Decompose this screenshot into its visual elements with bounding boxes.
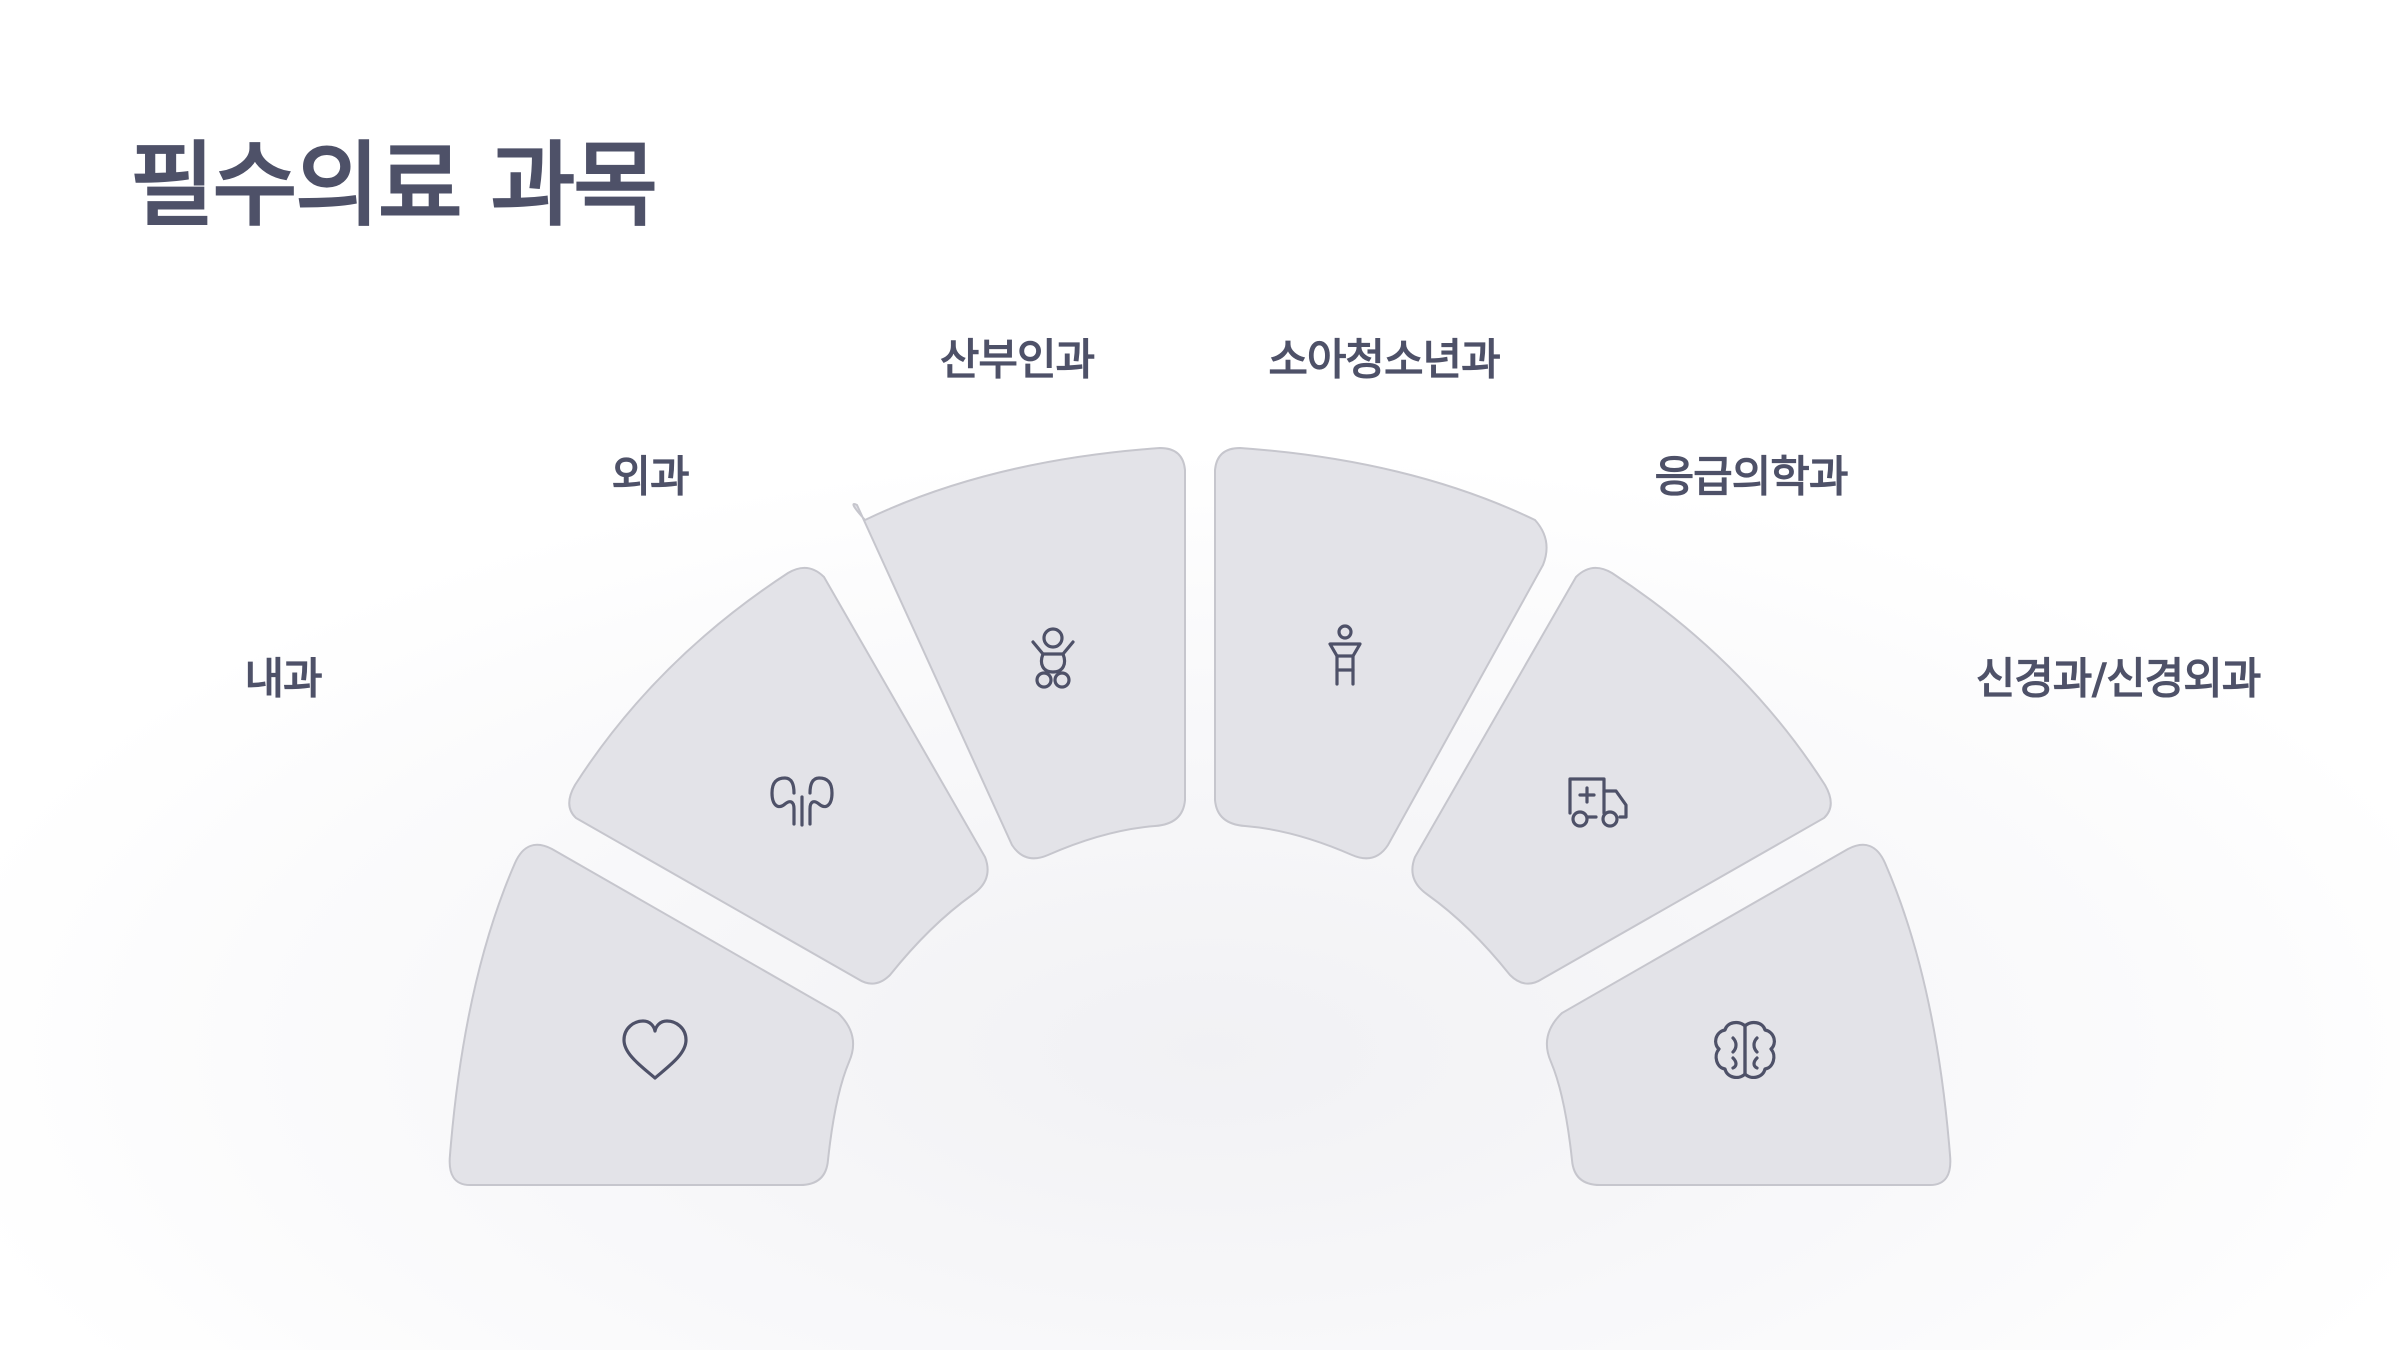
segment-obgyn[interactable] <box>852 446 1186 860</box>
segment-surgery[interactable] <box>568 566 989 985</box>
label-internal-medicine: 내과 <box>244 654 322 705</box>
page-title: 필수의료 과목 <box>130 132 658 239</box>
child-icon <box>1328 624 1362 686</box>
kidney-icon <box>770 776 834 827</box>
label-emergency: 응급의학과 <box>1654 452 1849 503</box>
baby-icon <box>1031 627 1075 689</box>
segment-pediatrics[interactable] <box>1214 446 1548 860</box>
heart-icon <box>622 1019 688 1080</box>
brain-icon <box>1714 1020 1776 1080</box>
label-neuro: 신경과/신경외과 <box>1975 654 2262 705</box>
label-pediatrics: 소아청소년과 <box>1268 335 1500 386</box>
segment-internal-medicine[interactable] <box>448 843 855 1186</box>
label-surgery: 외과 <box>611 452 689 503</box>
segment-emergency[interactable] <box>1411 566 1832 985</box>
ambulance-icon <box>1568 777 1628 828</box>
label-obgyn: 산부인과 <box>939 335 1095 386</box>
segment-neuro[interactable] <box>1545 843 1952 1186</box>
